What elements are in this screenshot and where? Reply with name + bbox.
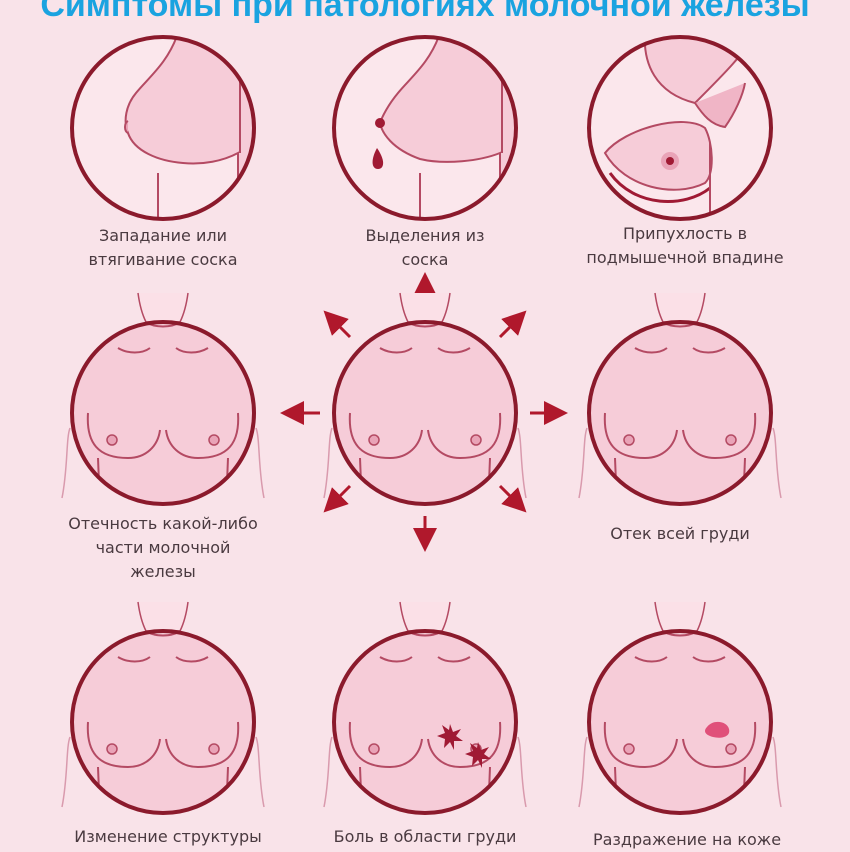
arrow-down-right-icon [498, 484, 527, 513]
page-title: Симптомы при патологиях молочной железы [40, 0, 810, 24]
caption-line: подмышечной впадине [586, 248, 784, 267]
caption-line: Отек всей груди [610, 524, 750, 543]
arrow-up-right-icon [498, 310, 527, 339]
caption-line: Боль в области груди [333, 827, 517, 846]
caption-line: Раздражение на коже [592, 830, 782, 849]
panel-armpit-swelling [585, 33, 775, 223]
torso-illustration [323, 292, 527, 506]
panel-structure-change [61, 601, 265, 817]
nipple-discharge-illustration [332, 35, 518, 221]
torso-illustration [578, 292, 782, 506]
caption-nipple-retraction: Западание или втягивание соска [33, 224, 293, 272]
panel-whole-edema [578, 292, 782, 508]
skin-rash-icon [705, 721, 730, 738]
armpit-swelling-illustration [587, 35, 773, 221]
torso-illustration [323, 601, 527, 815]
caption-structure-change: Изменение структуры [38, 825, 298, 849]
panel-skin-irritation [578, 601, 782, 817]
panel-breast-pain [323, 601, 527, 817]
caption-line: Припухлость в [622, 224, 748, 243]
caption-line: Изменение структуры [74, 827, 262, 846]
caption-line: части молочной [95, 538, 231, 557]
nipple-retraction-illustration [70, 35, 256, 221]
arrow-down-left-icon [323, 484, 352, 513]
caption-line: Западание или [98, 226, 227, 245]
caption-line: Отечность какой-либо [68, 514, 258, 533]
torso-illustration [61, 601, 265, 815]
arrow-up-left-icon [323, 310, 352, 339]
caption-whole-edema: Отек всей груди [550, 522, 810, 546]
panel-center-breast [323, 292, 527, 508]
caption-armpit-swelling: Припухлость в подмышечной впадине [555, 222, 815, 270]
caption-partial-edema: Отечность какой-либо части молочной желе… [33, 512, 293, 584]
caption-line: Выделения из [365, 226, 485, 245]
caption-nipple-discharge: Выделения из соска [295, 224, 555, 272]
caption-breast-pain: Боль в области груди [295, 825, 555, 849]
caption-line: железы [130, 562, 196, 581]
caption-line: соска [401, 250, 449, 269]
pain-star-icon [437, 724, 491, 768]
panel-nipple-discharge [330, 33, 520, 223]
panel-partial-edema [61, 292, 265, 508]
panel-nipple-retraction [68, 33, 258, 223]
torso-illustration [61, 292, 265, 506]
caption-line: втягивание соска [88, 250, 238, 269]
torso-illustration [578, 601, 782, 815]
caption-skin-irritation: Раздражение на коже [557, 828, 817, 852]
